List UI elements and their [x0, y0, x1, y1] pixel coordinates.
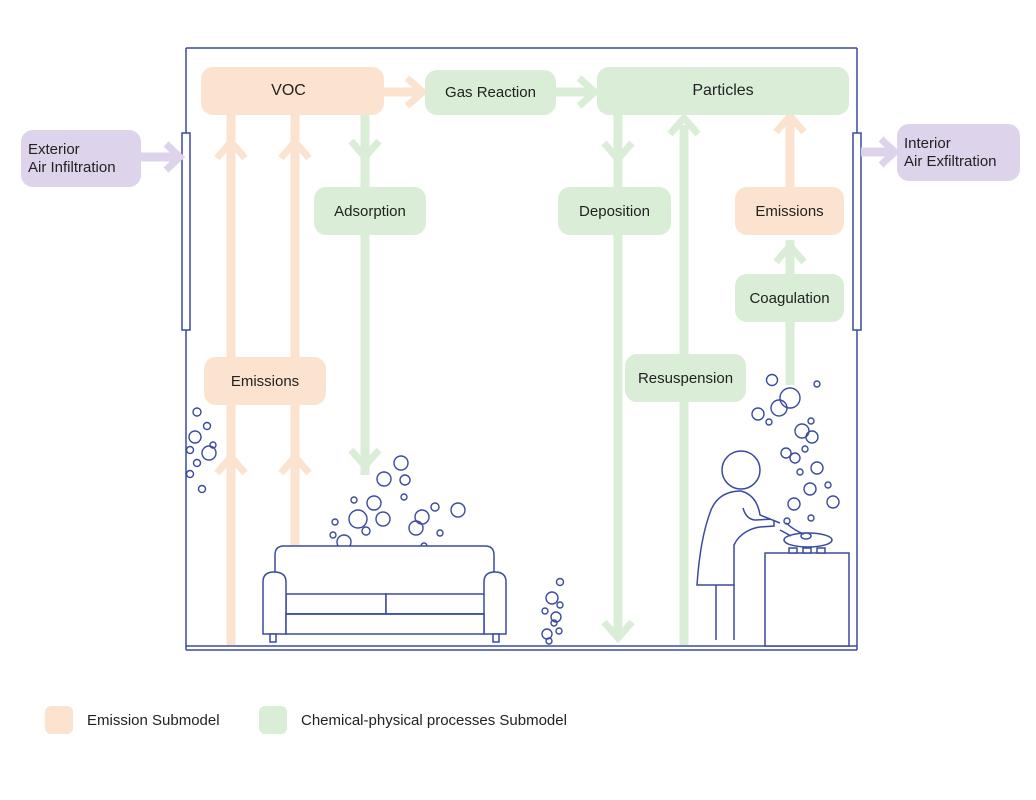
particles-node: Particles — [597, 67, 849, 115]
left-window — [181, 132, 191, 331]
legend-emission: Emission Submodel — [45, 705, 220, 735]
coagulation-label: Coagulation — [749, 289, 830, 307]
person-cooking-illustration — [696, 450, 850, 647]
voc-label: VOC — [271, 82, 306, 99]
legend-emission-label: Emission Submodel — [87, 711, 220, 729]
deposition-label: Deposition — [579, 202, 650, 220]
legend-chemical-label: Chemical-physical processes Submodel — [301, 711, 567, 729]
gas-reaction-node: Gas Reaction — [425, 70, 556, 115]
legend-emission-swatch — [45, 706, 73, 734]
legend-chemical-swatch — [259, 706, 287, 734]
gas-reaction-label: Gas Reaction — [445, 84, 536, 101]
adsorption-label: Adsorption — [334, 202, 406, 220]
sofa-illustration — [262, 545, 507, 643]
interior-label-line1: Interior — [904, 134, 951, 152]
particle-bubbles — [185, 373, 840, 645]
interior-air-exfiltration-node: Interior Air Exfiltration — [897, 124, 1020, 181]
exterior-air-infiltration-node: Exterior Air Infiltration — [21, 130, 141, 187]
air-arrows — [140, 136, 901, 173]
exterior-label-line1: Exterior — [28, 140, 80, 158]
particles-label: Particles — [692, 82, 754, 99]
adsorption-node: Adsorption — [314, 187, 426, 235]
legend-chemical: Chemical-physical processes Submodel — [259, 705, 567, 735]
exterior-label-line2: Air Infiltration — [28, 158, 116, 176]
emissions-left-label: Emissions — [230, 372, 300, 390]
interior-label-line2: Air Exfiltration — [904, 152, 997, 170]
resuspension-label: Resuspension — [637, 369, 734, 387]
deposition-node: Deposition — [558, 187, 671, 235]
emissions-left-node: Emissions — [204, 357, 326, 405]
voc-node: VOC — [201, 67, 384, 115]
emissions-right-node: Emissions — [735, 187, 844, 235]
coagulation-node: Coagulation — [735, 274, 844, 322]
right-window — [852, 132, 862, 331]
emissions-right-label: Emissions — [755, 202, 824, 220]
resuspension-node: Resuspension — [625, 354, 746, 402]
